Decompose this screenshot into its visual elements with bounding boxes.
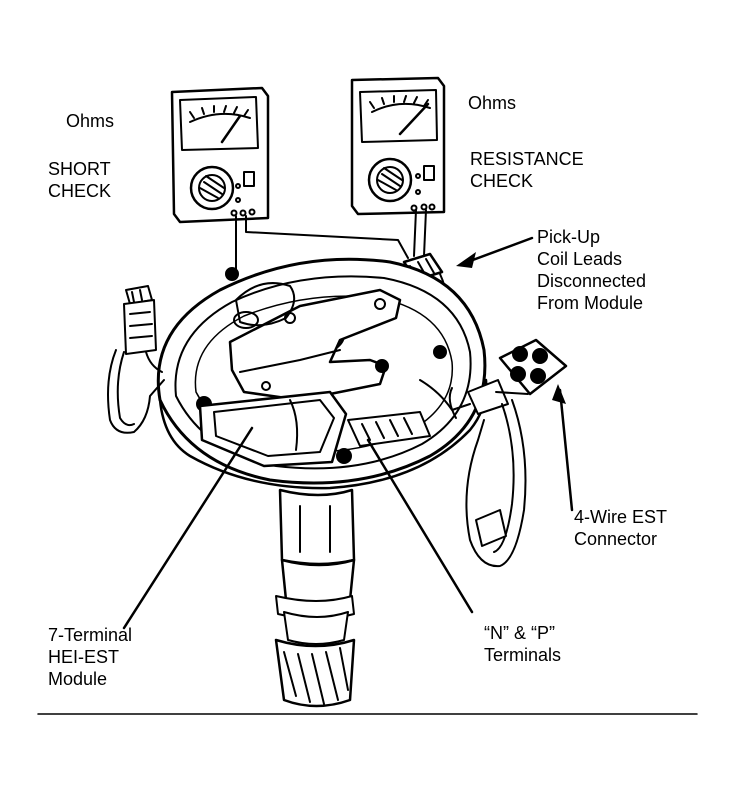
pickup-line-2: Coil Leads: [537, 249, 623, 269]
hei-module: [198, 379, 471, 468]
resistance-check-line-2: CHECK: [470, 171, 534, 191]
resistance-check-label: RESISTANCE CHECK: [470, 148, 584, 192]
ohmmeter-right: [350, 76, 446, 216]
est-line-2: Connector: [574, 529, 658, 549]
pickup-line-3: Disconnected: [537, 271, 647, 291]
module-line-3: Module: [48, 669, 108, 689]
pickup-line-4: From Module: [537, 293, 644, 313]
short-check-line-1: SHORT: [48, 159, 111, 179]
module-line-2: HEI-EST: [48, 647, 120, 667]
np-line-2: Terminals: [484, 645, 562, 665]
est-harness: [448, 338, 568, 568]
resistance-check-line-1: RESISTANCE: [470, 149, 584, 169]
ohms-label-right: Ohms: [468, 93, 517, 113]
pickup-line-1: Pick-Up: [537, 227, 601, 247]
ohmmeter-left: [170, 86, 270, 224]
pickup-coil-label: Pick-Up Coil Leads Disconnected From Mod…: [537, 226, 646, 314]
test-leads: [235, 209, 427, 273]
np-terminals-label: “N” & “P” Terminals: [484, 622, 561, 666]
est-line-1: 4-Wire EST: [574, 507, 668, 527]
arrowheads: [456, 252, 566, 404]
short-check-label: SHORT CHECK: [48, 158, 111, 202]
np-line-1: “N” & “P”: [484, 623, 555, 643]
left-harness: [107, 285, 165, 434]
ohms-label-left: Ohms: [66, 111, 115, 131]
module-label: 7-Terminal HEI-EST Module: [48, 624, 132, 690]
short-check-line-2: CHECK: [48, 181, 112, 201]
est-connector-label: 4-Wire EST Connector: [574, 506, 667, 550]
module-line-1: 7-Terminal: [48, 625, 133, 645]
distributor-shaft: [274, 488, 356, 708]
